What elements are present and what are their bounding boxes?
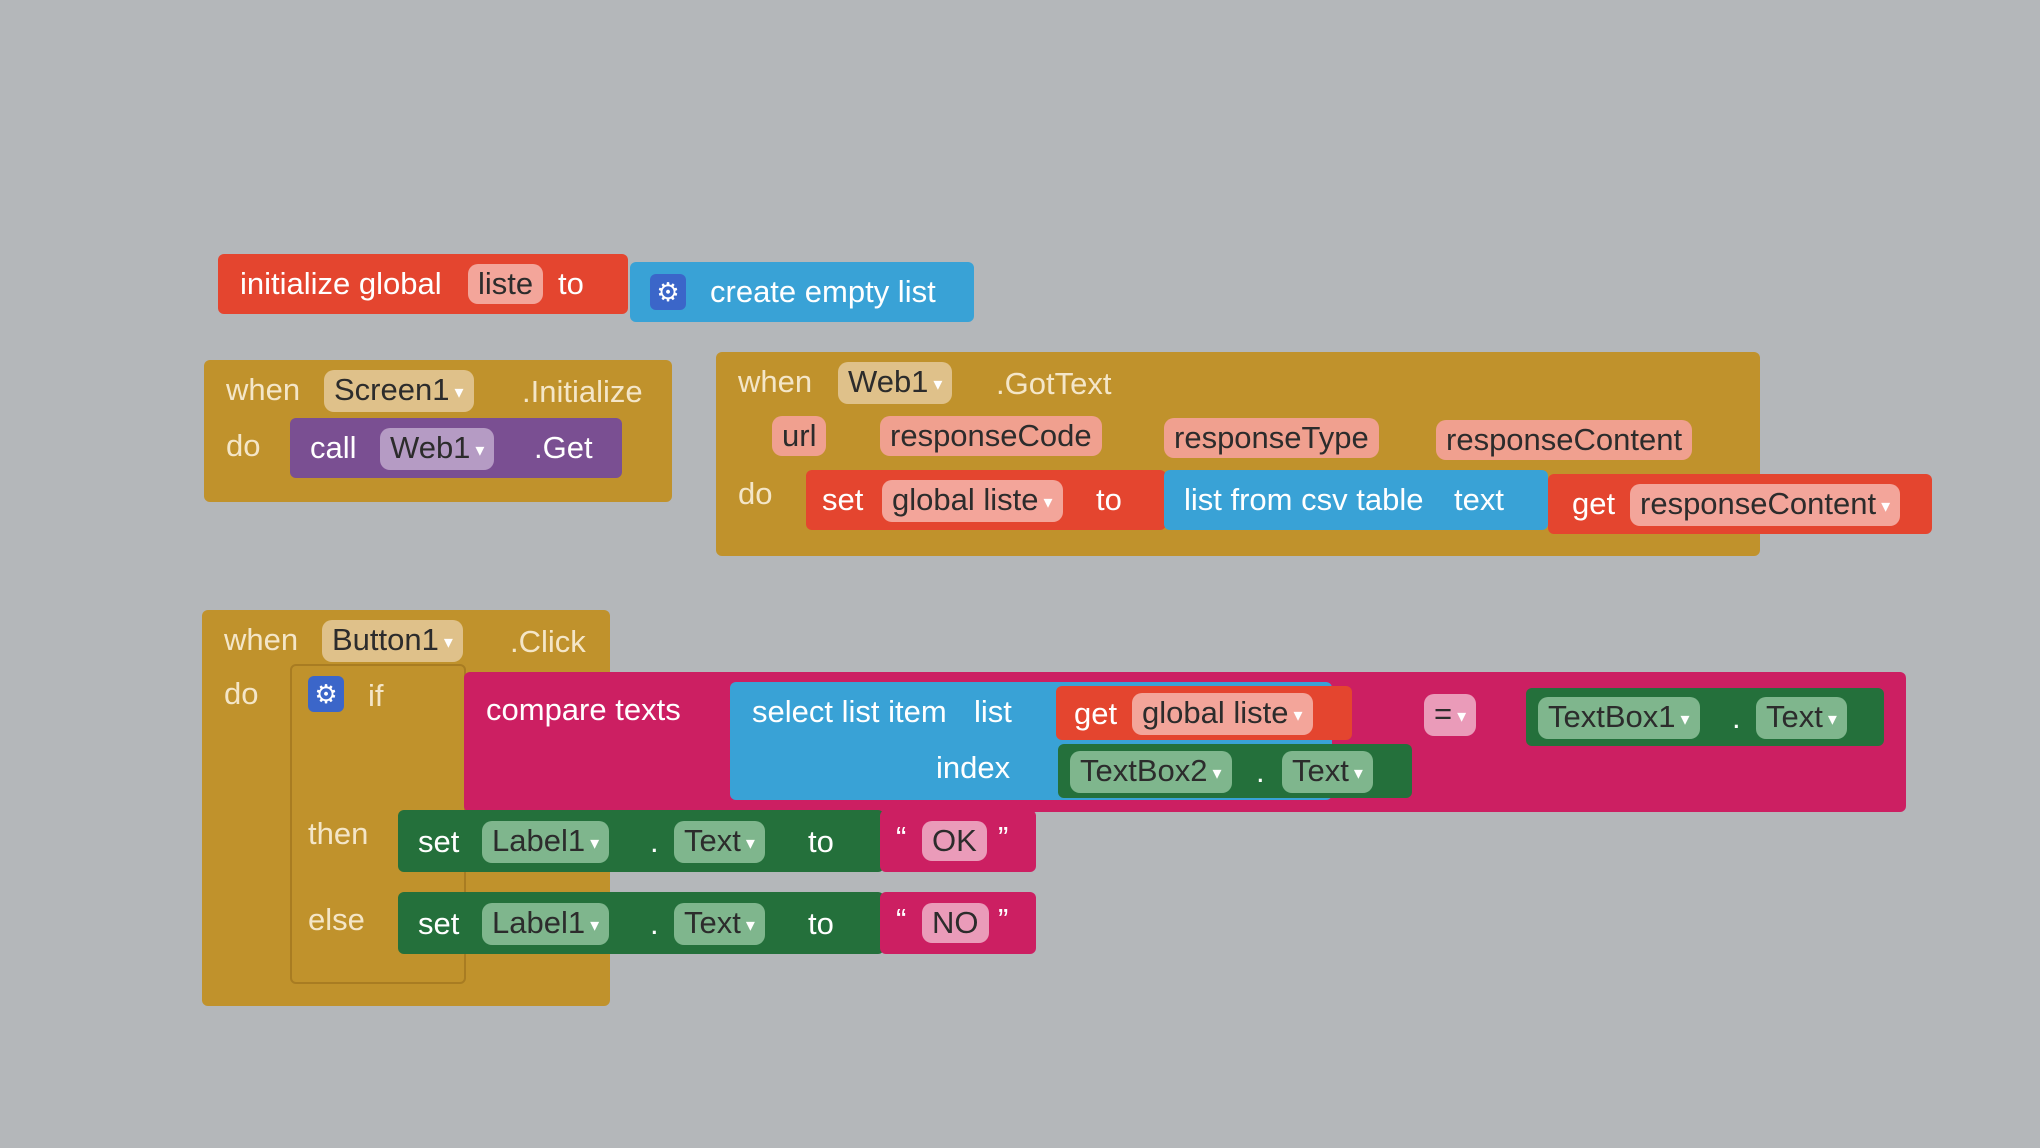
create-empty-list-label: create empty list — [710, 274, 936, 309]
operator-dropdown[interactable]: = — [1424, 694, 1477, 736]
call-label: call — [310, 430, 357, 465]
else-text-value-field[interactable]: NO — [922, 903, 989, 943]
get-var-dropdown[interactable]: responseContent — [1630, 484, 1901, 526]
list-socket-label: list — [974, 694, 1012, 729]
call-component-dropdown[interactable]: Web1 — [380, 428, 495, 470]
get-label: get — [1074, 696, 1118, 731]
initialize-event-label: .Initialize — [522, 374, 643, 409]
index-socket-label: index — [936, 750, 1011, 785]
to-label: to — [808, 906, 834, 941]
gear-icon[interactable]: ⚙ — [308, 676, 344, 712]
textbox1-property-dropdown[interactable]: Text — [1756, 697, 1847, 739]
screen-component-dropdown[interactable]: Screen1 — [324, 370, 474, 412]
set-label: set — [418, 906, 460, 941]
else-set-label-block[interactable]: set Label1 . Text to — [398, 892, 884, 954]
global-var-name-field[interactable]: liste — [468, 264, 544, 304]
call-web-get-block[interactable]: call Web1 .Get — [290, 418, 622, 478]
create-empty-list-block[interactable]: ⚙ create empty list — [630, 262, 974, 322]
if-label: if — [368, 678, 384, 713]
dot-separator: . — [650, 824, 659, 859]
then-component-dropdown[interactable]: Label1 — [482, 821, 610, 863]
gottext-event-label: .GotText — [996, 366, 1112, 401]
dot-separator: . — [650, 906, 659, 941]
set-label: set — [822, 482, 864, 517]
get-method-label: .Get — [534, 430, 593, 465]
then-text-string-block[interactable]: “ OK ” — [880, 810, 1036, 872]
initialize-to-label: to — [558, 266, 584, 301]
list-from-csv-block[interactable]: list from csv table text — [1164, 470, 1548, 530]
textbox2-property-dropdown[interactable]: Text — [1282, 751, 1373, 793]
when-label: when — [224, 622, 299, 657]
then-set-label-block[interactable]: set Label1 . Text to — [398, 810, 884, 872]
compare-texts-label: compare texts — [486, 692, 681, 727]
to-label: to — [808, 824, 834, 859]
quote-close: ” — [998, 902, 1009, 937]
then-label: then — [308, 816, 369, 851]
when-label: when — [226, 372, 301, 407]
quote-close: ” — [998, 820, 1009, 855]
param-response-content[interactable]: responseContent — [1436, 420, 1693, 460]
dot-separator: . — [1256, 754, 1265, 789]
param-response-code[interactable]: responseCode — [880, 416, 1102, 456]
get-response-content-block[interactable]: get responseContent — [1548, 474, 1932, 534]
else-component-dropdown[interactable]: Label1 — [482, 903, 610, 945]
param-response-type[interactable]: responseType — [1164, 418, 1379, 458]
textbox2-text-block[interactable]: TextBox2 . Text — [1058, 744, 1412, 798]
get-label: get — [1572, 486, 1616, 521]
when-label: when — [738, 364, 813, 399]
set-var-dropdown[interactable]: global liste — [882, 480, 1063, 522]
dot-separator: . — [1732, 700, 1741, 735]
gear-icon[interactable]: ⚙ — [650, 274, 686, 310]
set-global-liste-block[interactable]: set global liste to — [806, 470, 1166, 530]
click-event-label: .Click — [510, 624, 586, 659]
set-label: set — [418, 824, 460, 859]
get-global-liste-block[interactable]: get global liste — [1056, 686, 1352, 740]
do-label: do — [738, 476, 773, 511]
initialize-global-label: initialize global — [240, 266, 442, 301]
to-label: to — [1096, 482, 1122, 517]
else-text-string-block[interactable]: “ NO ” — [880, 892, 1036, 954]
quote-open: “ — [896, 820, 907, 855]
textbox2-component-dropdown[interactable]: TextBox2 — [1070, 751, 1232, 793]
button-component-dropdown[interactable]: Button1 — [322, 620, 463, 662]
then-property-dropdown[interactable]: Text — [674, 821, 765, 863]
else-label: else — [308, 902, 365, 937]
textbox1-component-dropdown[interactable]: TextBox1 — [1538, 697, 1700, 739]
do-label: do — [226, 428, 261, 463]
get-global-var-dropdown[interactable]: global liste — [1132, 693, 1313, 735]
textbox1-text-block[interactable]: TextBox1 . Text — [1526, 688, 1884, 746]
initialize-global-block[interactable]: initialize global liste to — [218, 254, 628, 314]
then-text-value-field[interactable]: OK — [922, 821, 987, 861]
select-list-item-label: select list item — [752, 694, 947, 729]
quote-open: “ — [896, 902, 907, 937]
param-url[interactable]: url — [772, 416, 827, 456]
do-label: do — [224, 676, 259, 711]
csv-label: list from csv table — [1184, 482, 1424, 517]
web-component-dropdown[interactable]: Web1 — [838, 362, 953, 404]
else-property-dropdown[interactable]: Text — [674, 903, 765, 945]
csv-text-label: text — [1454, 482, 1504, 517]
